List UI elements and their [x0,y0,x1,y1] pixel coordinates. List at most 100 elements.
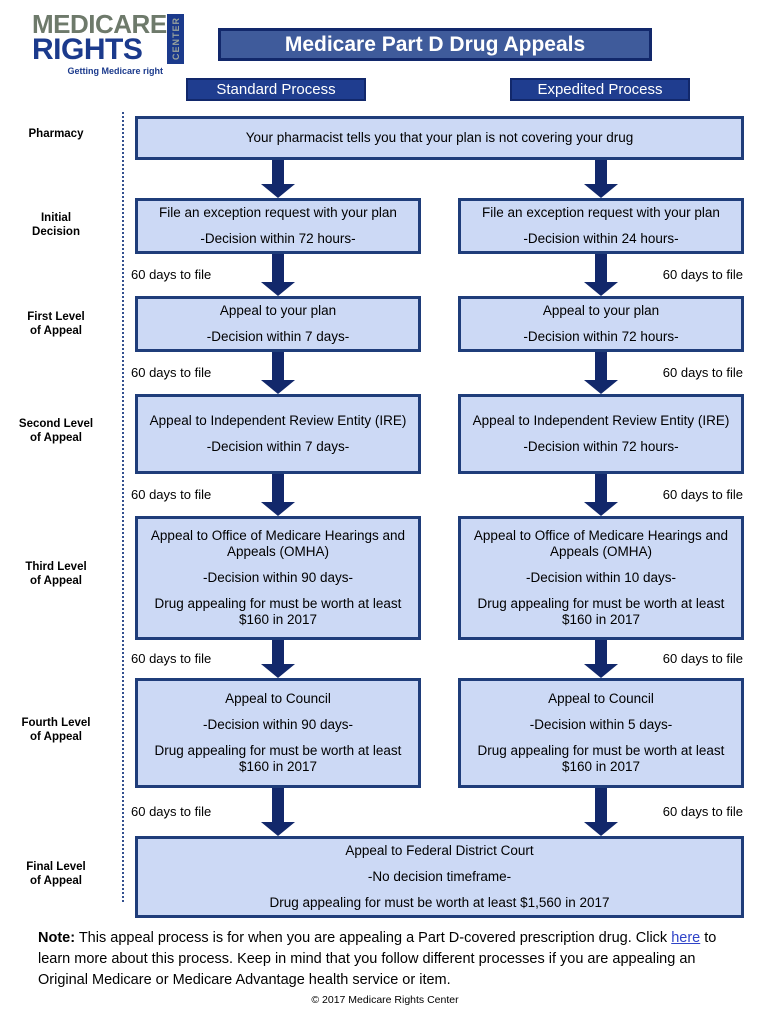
arrow-5-expedited [584,788,618,836]
box-row5-expedited: Appeal to Council -Decision within 5 days… [458,678,744,788]
arrow-0-standard [261,160,295,198]
arrow-4-standard [261,640,295,678]
page-title-text: Medicare Part D Drug Appeals [284,32,586,56]
box-row3-standard: Appeal to Independent Review Entity (IRE… [135,394,421,474]
row-label-0: Pharmacy [28,128,84,140]
arrow-2-expedited-head [584,380,618,394]
box-row6-full-line-2: -No decision timeframe- [367,869,512,884]
arrow-5-expedited-shaft [595,788,607,822]
box-row2-standard-line-2: -Decision within 7 days- [206,329,350,344]
arrow-3-expedited [584,474,618,516]
box-row5-standard-line-1: Appeal to Council [225,691,331,706]
arrow-0-standard-shaft [272,160,284,184]
box-row5-standard-line-2: -Decision within 90 days- [202,717,354,732]
box-row1-standard-line-2: -Decision within 72 hours- [200,231,356,246]
box-row4-expedited-line-2: -Decision within 10 days- [525,570,677,585]
logo-word-medicare: MEDICARE [32,9,167,39]
deadline-3-expedited: 60 days to file [662,651,743,666]
footer-note-part1: This appeal process is for when you are … [75,930,672,946]
box-row5-expedited-line-1: Appeal to Council [548,691,654,706]
arrow-0-expedited [584,160,618,198]
arrow-3-standard-head [261,502,295,516]
box-row3-expedited-line-1: Appeal to Independent Review Entity (IRE… [472,413,730,428]
deadline-4-expedited: 60 days to file [662,804,743,819]
arrow-2-standard-shaft [272,352,284,380]
footer-note: Note: This appeal process is for when yo… [38,928,738,991]
box-row0-full: Your pharmacist tells you that your plan… [135,116,744,160]
box-row1-expedited: File an exception request with your plan… [458,198,744,254]
arrow-5-expedited-head [584,822,618,836]
arrow-0-standard-head [261,184,295,198]
box-row4-expedited: Appeal to Office of Medicare Hearings an… [458,516,744,640]
box-row1-standard-line-1: File an exception request with your plan [159,205,397,220]
arrow-1-expedited-head [584,282,618,296]
deadline-1-expedited: 60 days to file [662,365,743,380]
box-row0-full-line-1: Your pharmacist tells you that your plan… [245,130,634,145]
box-row2-standard-line-1: Appeal to your plan [219,303,337,318]
box-row1-expedited-line-2: -Decision within 24 hours- [523,231,679,246]
box-row4-standard-line-1: Appeal to Office of Medicare Hearings an… [150,528,406,559]
arrow-4-expedited-shaft [595,640,607,664]
copyright-text: © 2017 Medicare Rights Center [311,994,459,1006]
box-row1-standard: File an exception request with your plan… [135,198,421,254]
column-header-standard-process: Standard Process [186,78,366,101]
arrow-0-expedited-shaft [595,160,607,184]
arrow-1-expedited [584,254,618,296]
arrow-4-expedited-head [584,664,618,678]
deadline-0-expedited: 60 days to file [662,267,743,282]
arrow-2-standard [261,352,295,394]
column-header-expedited-process: Expedited Process [510,78,690,101]
arrow-2-expedited [584,352,618,394]
box-row4-expedited-line-3: Drug appealing for must be worth at leas… [477,596,725,627]
arrow-0-expedited-head [584,184,618,198]
page-title: Medicare Part D Drug Appeals [218,28,652,61]
box-row4-standard: Appeal to Office of Medicare Hearings an… [135,516,421,640]
box-row5-expedited-line-2: -Decision within 5 days- [529,717,673,732]
box-row5-standard: Appeal to Council -Decision within 90 day… [135,678,421,788]
box-row3-standard-line-1: Appeal to Independent Review Entity (IRE… [149,413,407,428]
arrow-4-standard-head [261,664,295,678]
arrow-3-standard-shaft [272,474,284,502]
box-row2-standard: Appeal to your plan -Decision within 7 da… [135,296,421,352]
arrow-1-standard-shaft [272,254,284,282]
label-column-divider [122,112,124,902]
box-row2-expedited: Appeal to your plan -Decision within 72 h… [458,296,744,352]
deadline-4-standard: 60 days to file [131,804,212,819]
box-row2-expedited-line-1: Appeal to your plan [542,303,660,318]
logo-word-rights: RIGHTS [32,33,143,66]
arrow-2-expedited-shaft [595,352,607,380]
footer-note-part2: to learn more about this process. Keep i… [38,930,717,988]
arrow-1-expedited-shaft [595,254,607,282]
box-row4-standard-line-3: Drug appealing for must be worth at leas… [154,596,402,627]
box-row5-expedited-line-3: Drug appealing for must be worth at leas… [477,743,725,774]
medicare-rights-logo: MEDICARE RIGHTS CENTER Getting Medicare … [32,9,187,82]
arrow-5-standard-shaft [272,788,284,822]
box-row6-full-line-3: Drug appealing for must be worth at leas… [269,895,610,910]
deadline-1-standard: 60 days to file [131,365,212,380]
arrow-5-standard [261,788,295,836]
arrow-1-standard [261,254,295,296]
box-row3-expedited: Appeal to Independent Review Entity (IRE… [458,394,744,474]
arrow-3-expedited-head [584,502,618,516]
box-row3-standard-line-2: -Decision within 7 days- [206,439,350,454]
arrow-3-standard [261,474,295,516]
arrow-4-standard-shaft [272,640,284,664]
box-row3-expedited-line-2: -Decision within 72 hours- [523,439,679,454]
deadline-0-standard: 60 days to file [131,267,212,282]
logo-center-block: CENTER [167,14,184,64]
footer-note-label: Note: [38,930,76,946]
box-row5-standard-line-3: Drug appealing for must be worth at leas… [154,743,402,774]
box-row2-expedited-line-2: -Decision within 72 hours- [523,329,679,344]
arrow-3-expedited-shaft [595,474,607,502]
arrow-5-standard-head [261,822,295,836]
box-row4-expedited-line-1: Appeal to Office of Medicare Hearings an… [473,528,729,559]
learn-more-link[interactable]: here [671,930,701,946]
box-row1-expedited-line-1: File an exception request with your plan [482,205,720,220]
box-row4-standard-line-2: -Decision within 90 days- [202,570,354,585]
box-row6-full: Appeal to Federal District Court-No deci… [135,836,744,918]
